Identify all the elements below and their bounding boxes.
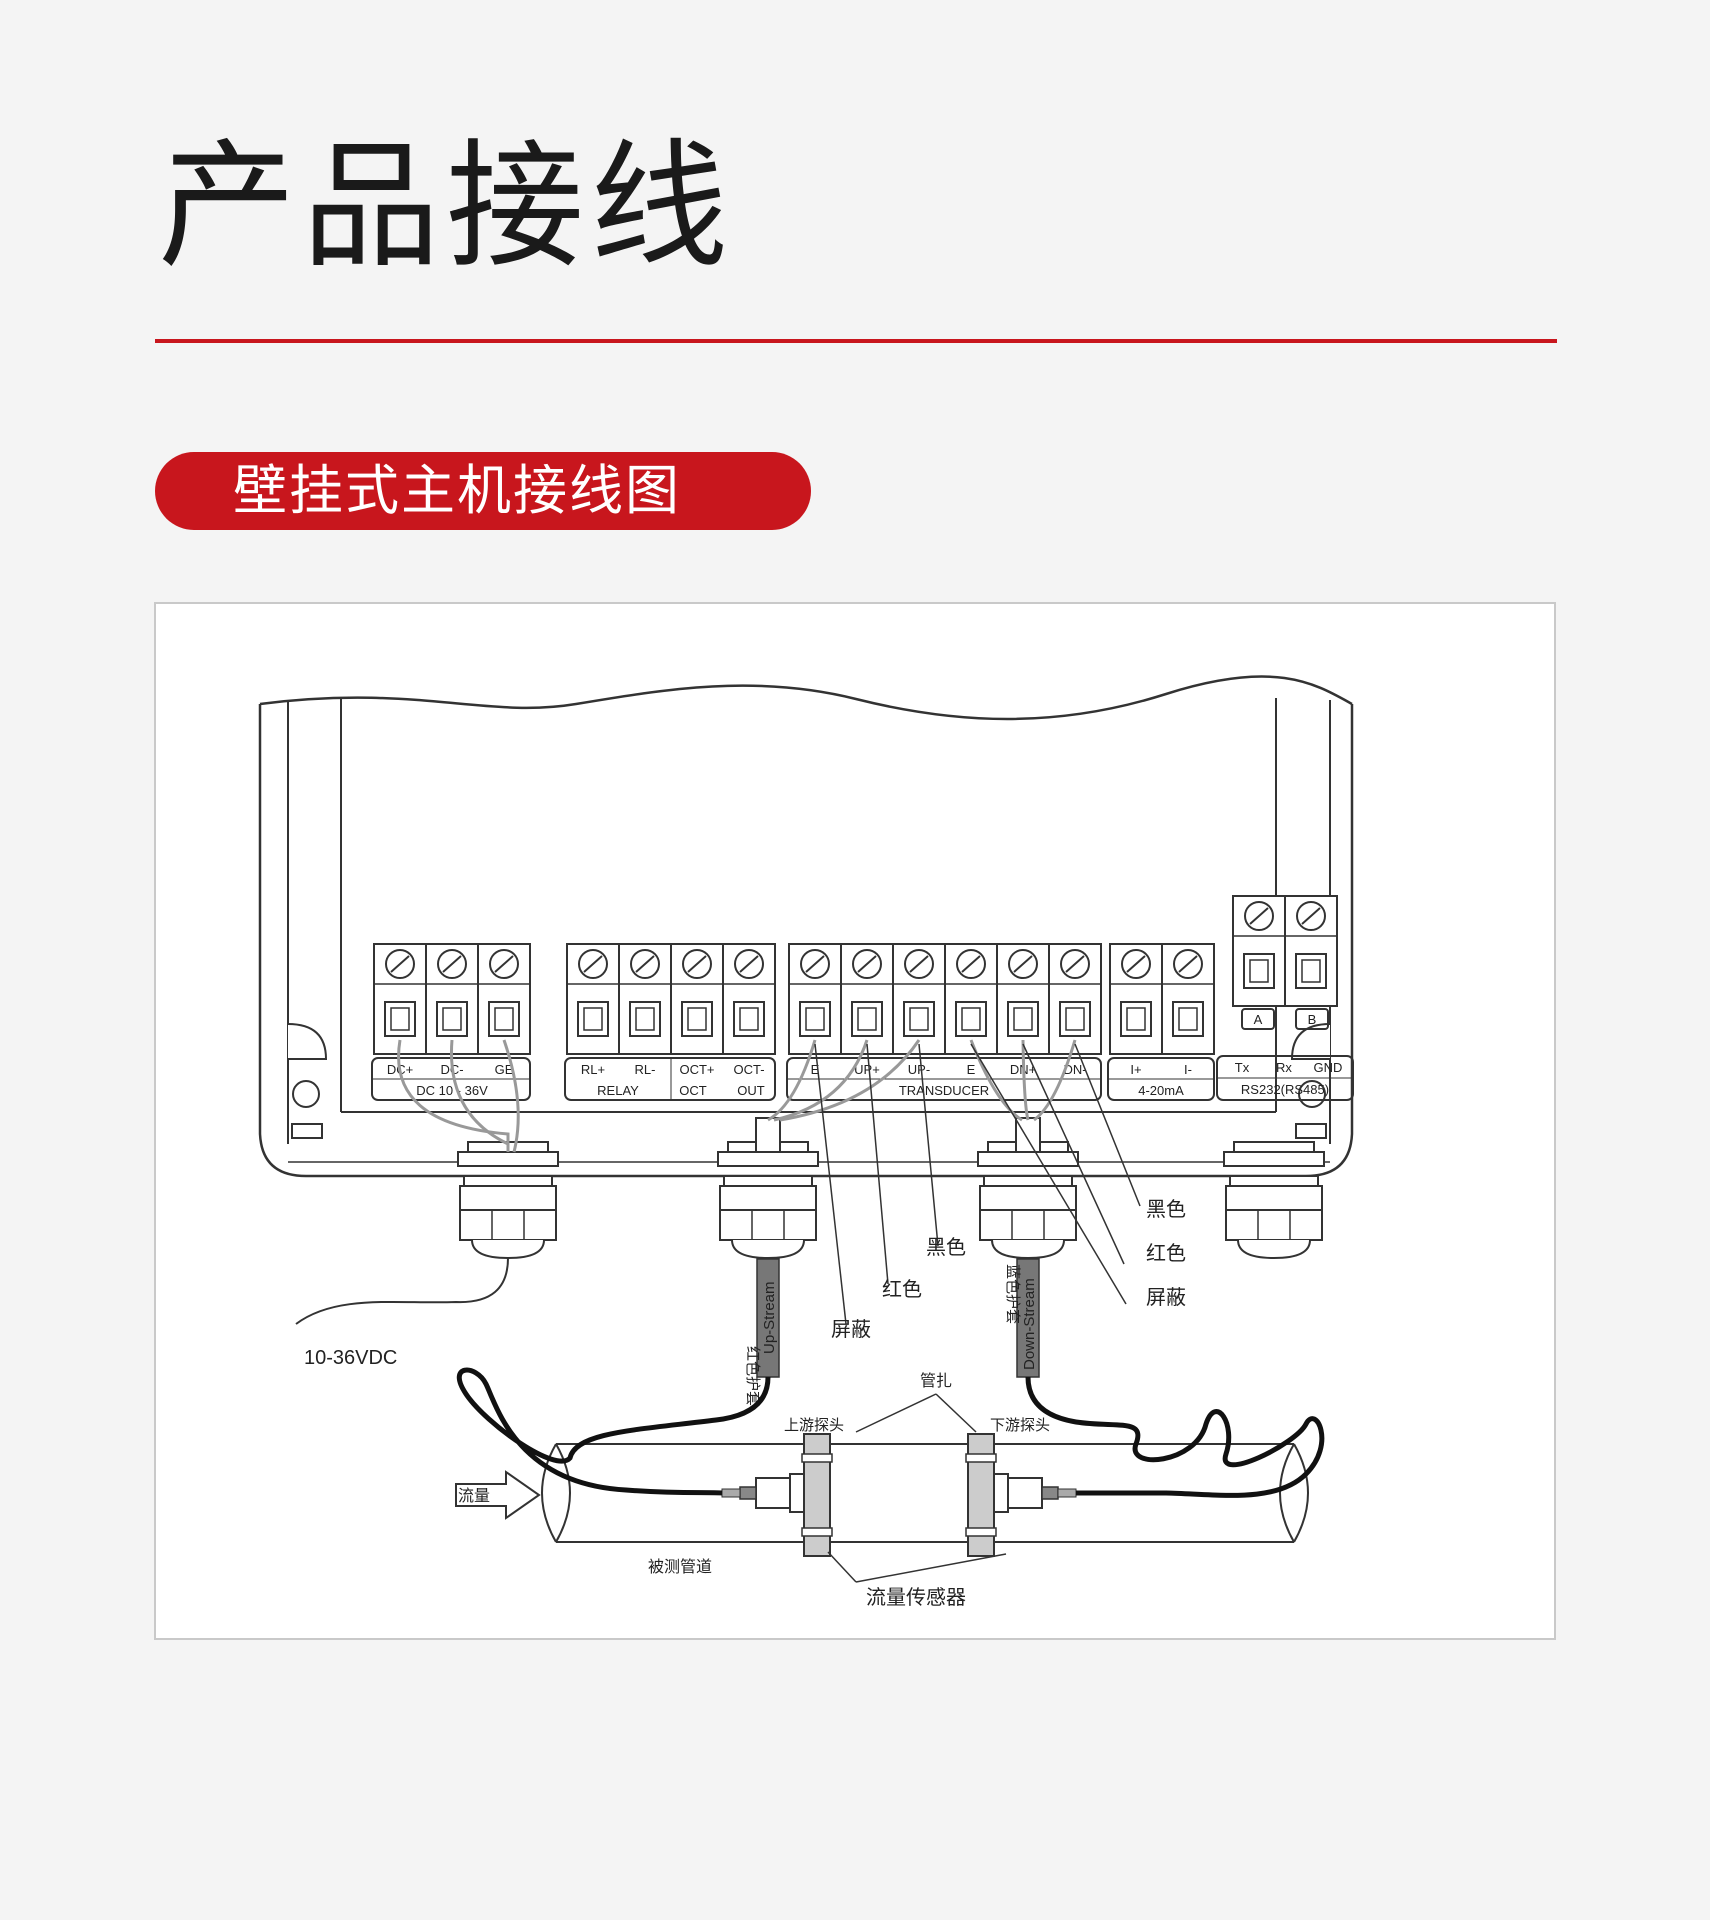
measured-pipe (541, 1443, 1309, 1543)
upstream-cable-name: Up-Stream (761, 1281, 778, 1354)
downstream-probe-label: 下游探头 (990, 1417, 1050, 1434)
pipe-label: 被测管道 (648, 1558, 712, 1576)
wire-label-shield-dn: 屏蔽 (1146, 1286, 1186, 1309)
label-strips (371, 1008, 1354, 1101)
wire-label-black-up: 黑色 (926, 1236, 966, 1259)
pin-label-ge: GE (495, 1062, 514, 1077)
upstream-sensor-cable (456, 1367, 771, 1496)
callout-leaders (827, 1393, 1007, 1583)
power-supply-lead (295, 1257, 509, 1325)
wire-label-black-dn: 黑色 (1146, 1198, 1186, 1221)
relay-group-label: RELAY (597, 1083, 639, 1098)
downstream-sensor (965, 1433, 1077, 1557)
pin-label-up-plus: UP+ (854, 1062, 880, 1077)
power-group-label: DC 10 - 36V (416, 1083, 488, 1098)
pin-label-i-minus: I- (1184, 1062, 1192, 1077)
pin-label-rl-minus: RL- (635, 1062, 656, 1077)
pin-label-e1: E (811, 1062, 820, 1077)
title-divider (155, 339, 1557, 343)
clamp-label: 管扎 (920, 1372, 952, 1390)
section-title-pill: 壁挂式主机接线图 (155, 452, 811, 530)
downstream-cable-name: Down-Stream (1021, 1278, 1038, 1370)
pin-label-rx: Rx (1276, 1060, 1292, 1075)
enclosure-outline (258, 675, 1354, 1178)
pin-label-rl-plus: RL+ (581, 1062, 605, 1077)
current-group-label: 4-20mA (1138, 1083, 1184, 1098)
wire-label-red-up: 红色 (882, 1278, 922, 1301)
cable-glands (457, 1117, 1325, 1259)
pin-label-e2: E (967, 1062, 976, 1077)
flow-arrow (455, 1470, 541, 1520)
out-group-label: OUT (737, 1083, 765, 1098)
upstream-sensor (721, 1433, 833, 1557)
wiring-diagram-frame: DC+ DC- GE DC 10 - 36V RL+ RL- OCT+ OCT-… (154, 602, 1556, 1640)
terminal-row (374, 896, 1337, 1054)
wire-label-red-dn: 红色 (1146, 1242, 1186, 1265)
pin-label-oct-plus: OCT+ (679, 1062, 714, 1077)
pin-label-gnd: GND (1314, 1060, 1343, 1075)
pin-label-oct-minus: OCT- (733, 1062, 764, 1077)
page-title: 产品接线 (158, 126, 735, 287)
wiring-diagram: DC+ DC- GE DC 10 - 36V RL+ RL- OCT+ OCT-… (258, 675, 1354, 1609)
pin-label-b: B (1308, 1012, 1317, 1027)
pin-label-i-plus: I+ (1130, 1062, 1141, 1077)
power-wires (397, 1039, 520, 1153)
downstream-cable-marker: 蓝色护套 (1004, 1264, 1021, 1324)
pin-label-dn-minus: DN- (1063, 1062, 1086, 1077)
transducer-group-label: TRANSDUCER (899, 1083, 989, 1098)
wire-leader-lines (814, 1043, 1141, 1325)
flow-label: 流量 (458, 1487, 490, 1505)
pin-label-a: A (1254, 1012, 1263, 1027)
power-supply-label: 10-36VDC (304, 1347, 397, 1369)
oct-group-label: OCT (679, 1083, 707, 1098)
wire-label-shield-up: 屏蔽 (831, 1318, 871, 1341)
downstream-sensor-cable (1025, 1376, 1325, 1498)
pin-label-up-minus: UP- (908, 1062, 930, 1077)
sensor-label: 流量传感器 (866, 1586, 966, 1609)
upstream-probe-label: 上游探头 (784, 1417, 844, 1434)
pin-label-tx: Tx (1235, 1060, 1250, 1075)
comm-group-label: RS232(RS485) (1241, 1082, 1329, 1097)
upstream-cable-marker: 红色护套 (744, 1346, 761, 1406)
